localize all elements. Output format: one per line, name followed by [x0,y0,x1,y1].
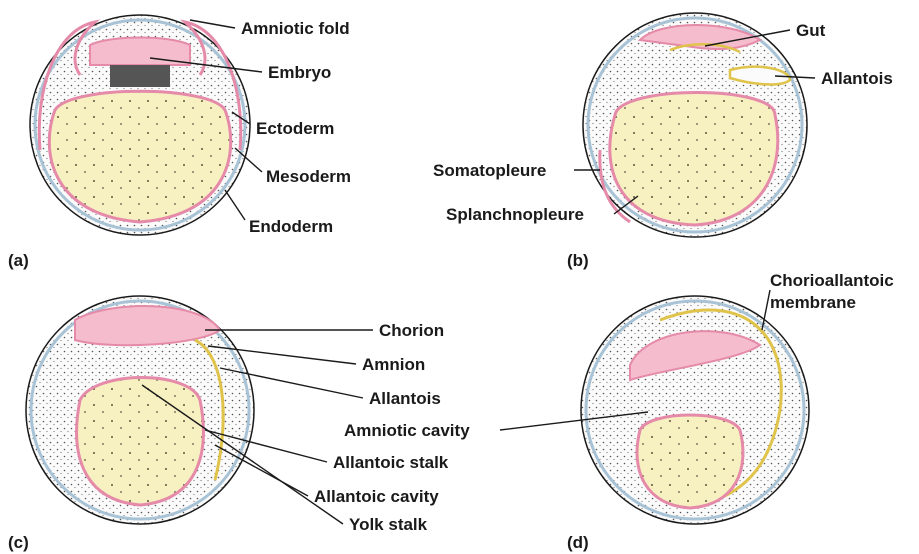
panel-letter-b: (b) [567,251,589,270]
egg-a-yolk [49,91,230,222]
label-allantois-c: Allantois [369,389,441,408]
label-allantoic-cavity: Allantoic cavity [314,487,439,506]
panel-letter-c: (c) [8,533,29,552]
label-chorion: Chorion [379,321,444,340]
egg-d-yolk [637,415,743,508]
label-somatopleure: Somatopleure [433,161,546,180]
panel-letter-d: (d) [567,533,589,552]
label-splanchnopleure: Splanchnopleure [446,205,584,224]
egg-b-yolk [610,93,778,226]
label-yolk-stalk: Yolk stalk [349,515,428,534]
label-amniotic-cavity: Amniotic cavity [344,421,470,440]
egg-c-yolk [77,378,204,506]
panel-letter-a: (a) [8,251,29,270]
label-amniotic-fold: Amniotic fold [241,19,350,38]
leader-endoderm [225,190,245,220]
label-embryo: Embryo [268,63,331,82]
label-mesoderm: Mesoderm [266,167,351,186]
panel-d: Chorioallantoic membrane Amniotic cavity… [344,271,894,552]
label-chorioallantoic-line1: Chorioallantoic [770,271,894,290]
label-ectoderm: Ectoderm [256,119,334,138]
egg-a-cavity [110,65,170,87]
label-chorioallantoic-line2: membrane [770,293,856,312]
label-gut: Gut [796,21,826,40]
panel-b: Gut Allantois Somatopleure Splanchnopleu… [433,13,893,270]
panel-a: Amniotic fold Embryo Ectoderm Mesoderm E… [8,15,351,270]
label-amnion: Amnion [362,355,425,374]
label-allantoic-stalk: Allantoic stalk [333,453,449,472]
label-endoderm: Endoderm [249,217,333,236]
label-allantois-b: Allantois [821,69,893,88]
